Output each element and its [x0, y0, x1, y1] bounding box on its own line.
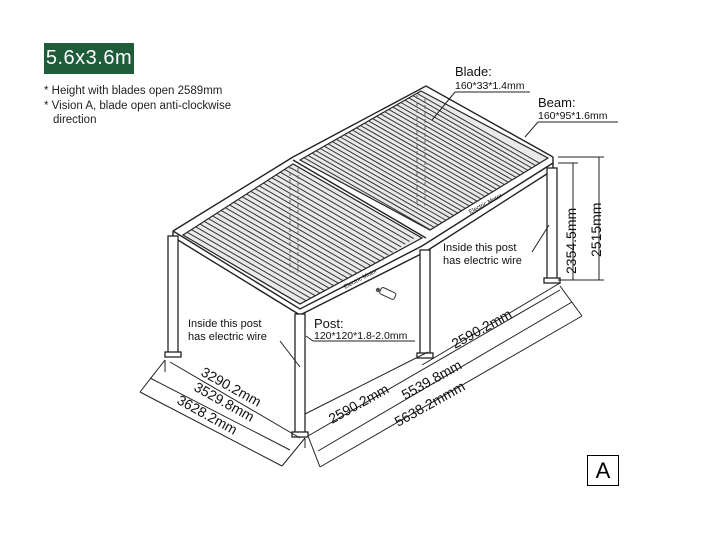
blade-line	[404, 99, 534, 174]
blade-line	[275, 174, 402, 248]
blade-line	[288, 166, 415, 240]
beam-spec: 160*95*1.6mm	[538, 110, 608, 122]
blade-line	[327, 143, 457, 218]
blade-line	[267, 179, 393, 253]
blade-line	[344, 134, 473, 209]
view-label-box: A	[587, 455, 619, 486]
remote-control-icon	[375, 287, 397, 300]
blade-line	[203, 220, 330, 294]
blade-line	[280, 171, 406, 245]
blade-line	[412, 95, 542, 170]
blade-line	[186, 231, 313, 304]
blade-line	[315, 150, 445, 225]
size-badge-text: 5.6x3.6m	[45, 47, 133, 69]
blade-line	[396, 104, 526, 179]
wire-note-left-line2: has electric wire	[188, 331, 267, 343]
frame-beams	[172, 85, 554, 316]
dim-span-back: 2590.2mm	[449, 306, 515, 352]
blade-line	[348, 131, 477, 206]
blade-line	[332, 141, 461, 216]
blade-line	[364, 122, 493, 197]
blade-line	[388, 108, 517, 183]
blade-line	[208, 218, 334, 292]
blade-line	[212, 215, 338, 289]
wire-note-right-line2: has electric wire	[443, 255, 522, 267]
blade-line	[258, 185, 385, 259]
note-line-2: * Vision A, blade open anti-clockwise	[44, 99, 232, 112]
post-label: Post:	[314, 316, 344, 331]
blade-spec: 160*33*1.4mm	[455, 80, 525, 92]
blade-line	[356, 127, 485, 202]
view-label: A	[595, 457, 611, 483]
posts	[164, 167, 561, 438]
blade-field-back	[298, 90, 550, 231]
blade-line	[392, 106, 522, 181]
blade-line	[229, 204, 355, 278]
blade-line	[408, 97, 538, 172]
wire-note-left-line1: Inside this post	[188, 318, 261, 330]
size-badge: 5.6x3.6m	[44, 43, 134, 74]
blade-line	[368, 120, 497, 195]
wire-note-right-line1: Inside this post	[443, 242, 516, 254]
blade-line	[199, 223, 326, 297]
blade-line	[319, 148, 449, 222]
blade-line	[380, 113, 509, 188]
blade-line	[376, 115, 505, 190]
beam-label: Beam:	[538, 95, 576, 110]
blade-line	[303, 157, 433, 230]
blade-line	[384, 111, 513, 186]
blade-line	[284, 169, 410, 242]
notes: * Height with blades open 2589mm * Visio…	[44, 84, 231, 128]
blade-line	[250, 190, 376, 264]
dimension-lines	[139, 156, 604, 468]
blade-line	[233, 201, 360, 275]
post-spec: 120*120*1.8-2.0mm	[314, 330, 408, 342]
blade-line	[352, 129, 481, 204]
callout-leaders	[279, 91, 618, 368]
blade-line	[340, 136, 469, 211]
blade-line	[220, 209, 347, 283]
note-line-1: * Height with blades open 2589mm	[44, 85, 223, 97]
blade-line	[246, 193, 372, 267]
dim-height-inner: 2354.5mm	[563, 208, 579, 274]
hidden-lines	[289, 95, 426, 273]
blade-line	[271, 177, 398, 251]
blade-line	[416, 92, 546, 167]
blade-line	[311, 152, 441, 227]
blade-line	[336, 138, 465, 213]
blade-field-front	[181, 163, 424, 305]
blade-line	[307, 154, 437, 229]
blade-line	[372, 118, 501, 193]
blade-line	[241, 196, 368, 270]
blade-line	[254, 188, 381, 262]
blade-line	[225, 207, 351, 281]
blade-line	[323, 145, 453, 220]
blade-line	[263, 182, 389, 256]
blade-line	[195, 226, 321, 300]
note-line-3: direction	[53, 114, 97, 126]
blade-label: Blade:	[455, 64, 492, 79]
blade-line	[400, 102, 530, 176]
blade-line	[191, 229, 317, 302]
dim-height-total: 2515mm	[588, 203, 604, 257]
blade-line	[237, 199, 364, 272]
blade-line	[216, 212, 343, 286]
